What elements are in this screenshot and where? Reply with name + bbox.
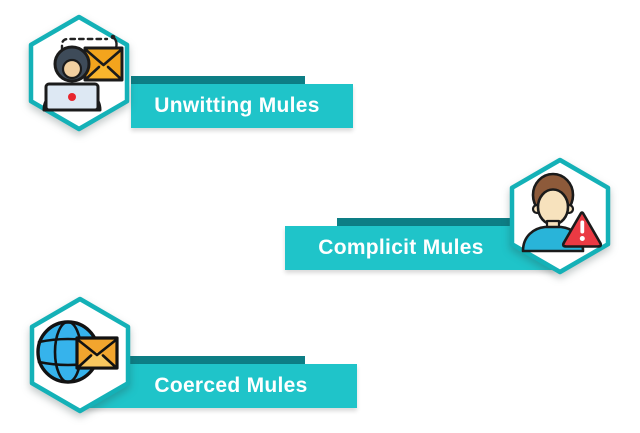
person-warning-icon bbox=[521, 172, 603, 253]
label-banner: Unwitting Mules bbox=[131, 84, 353, 128]
hexagon-shape bbox=[29, 296, 131, 414]
label-banner: Coerced Mules bbox=[85, 364, 357, 408]
hexagon-badge bbox=[29, 296, 131, 414]
hexagon-badge bbox=[509, 157, 611, 275]
label-banner: Complicit Mules bbox=[285, 226, 555, 270]
hexagon-shape bbox=[28, 14, 130, 132]
accent-bar bbox=[120, 356, 305, 364]
globe-email-icon bbox=[36, 320, 119, 384]
mule-type-label: Unwitting Mules bbox=[154, 94, 320, 117]
accent-bar bbox=[337, 218, 560, 226]
accent-bar bbox=[131, 76, 305, 84]
mule-type-label: Complicit Mules bbox=[318, 236, 484, 259]
hexagon-shape bbox=[509, 157, 611, 275]
hexagon-badge bbox=[28, 14, 130, 132]
hacker-phishing-email-icon bbox=[42, 34, 124, 112]
mule-type-label: Coerced Mules bbox=[154, 374, 308, 397]
